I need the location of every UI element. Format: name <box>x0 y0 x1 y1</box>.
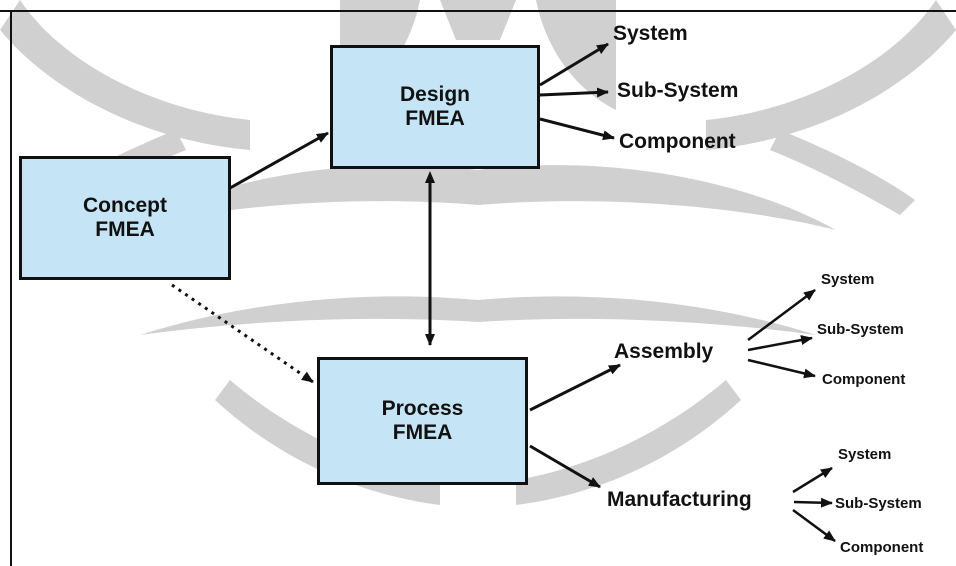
process-fmea-line2: FMEA <box>393 421 453 445</box>
manufacturing-item-component: Component <box>840 539 923 556</box>
concept-fmea-line1: Concept <box>83 194 167 218</box>
design-output-component: Component <box>619 130 736 154</box>
arrow-assembly-to-subsystem <box>748 338 812 350</box>
arrow-manufacturing-to-subsystem <box>794 502 832 503</box>
design-fmea-box: Design FMEA <box>330 45 540 169</box>
assembly-item-system: System <box>821 271 874 288</box>
arrow-manufacturing-to-component <box>793 510 835 541</box>
assembly-label: Assembly <box>614 340 713 364</box>
assembly-item-subsystem: Sub-System <box>817 321 904 338</box>
assembly-item-component: Component <box>822 371 905 388</box>
manufacturing-label: Manufacturing <box>607 488 752 512</box>
concept-fmea-box: Concept FMEA <box>19 156 231 280</box>
process-fmea-box: Process FMEA <box>317 357 528 485</box>
arrow-concept-to-process-dotted <box>172 285 313 382</box>
design-fmea-line1: Design <box>400 83 470 107</box>
design-output-subsystem: Sub-System <box>617 79 738 103</box>
arrow-process-to-assembly <box>530 365 620 410</box>
arrow-assembly-to-component <box>748 360 815 376</box>
process-fmea-line1: Process <box>382 397 464 421</box>
concept-fmea-line2: FMEA <box>95 218 155 242</box>
design-fmea-line2: FMEA <box>405 107 465 131</box>
manufacturing-item-system: System <box>838 446 891 463</box>
arrow-design-to-component <box>540 119 614 138</box>
design-output-system: System <box>613 22 688 46</box>
manufacturing-item-subsystem: Sub-System <box>835 495 922 512</box>
arrow-manufacturing-to-system <box>793 468 832 492</box>
